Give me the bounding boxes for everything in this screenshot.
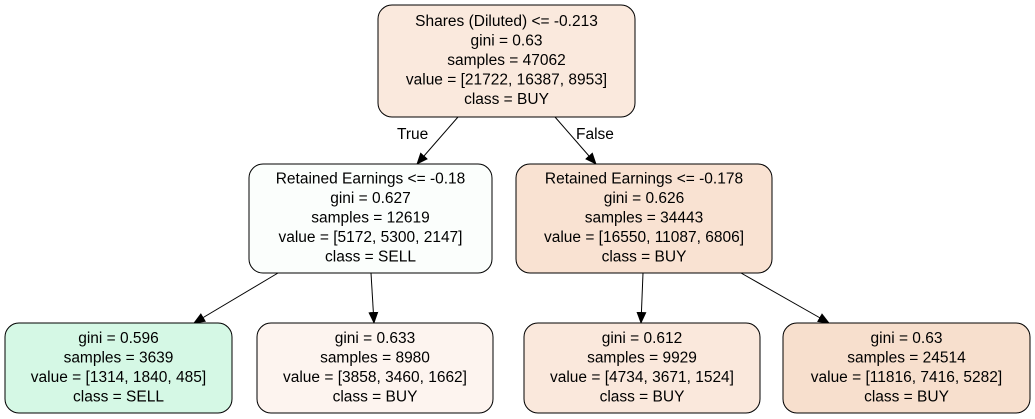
node-line: samples = 3639 xyxy=(64,349,174,366)
tree-node-root: Shares (Diluted) <= -0.213 gini = 0.63 sam… xyxy=(377,4,636,118)
edge-label-false: False xyxy=(576,126,614,143)
node-line: Retained Earnings <= -0.178 xyxy=(545,171,743,188)
node-box xyxy=(4,322,233,414)
node-box xyxy=(377,4,636,118)
node-line: class = BUY xyxy=(602,249,687,266)
tree-node-rr: gini = 0.63 samples = 24514 value = [11816… xyxy=(782,322,1031,414)
node-line: value = [4734, 3671, 1524] xyxy=(550,369,734,386)
node-line: value = [11816, 7416, 5282] xyxy=(811,369,1002,386)
node-line: samples = 34443 xyxy=(585,210,703,227)
node-line: value = [1314, 1840, 485] xyxy=(31,369,206,386)
tree-node-ll: gini = 0.596 samples = 3639 value = [1314,… xyxy=(4,322,233,414)
node-box xyxy=(782,322,1031,414)
node-box xyxy=(523,322,761,414)
node-line: gini = 0.63 xyxy=(471,33,543,50)
node-line: samples = 47062 xyxy=(447,52,565,69)
node-box xyxy=(248,163,493,274)
node-line: gini = 0.626 xyxy=(604,190,685,207)
node-line: gini = 0.627 xyxy=(330,190,411,207)
node-line: Retained Earnings <= -0.18 xyxy=(276,171,466,188)
node-line: class = BUY xyxy=(464,91,549,108)
edge-root-to-right xyxy=(554,116,597,165)
node-line: samples = 24514 xyxy=(847,349,966,366)
edge-right-to-rl xyxy=(636,272,647,324)
node-line: samples = 12619 xyxy=(311,210,429,227)
node-line: class = BUY xyxy=(333,388,418,405)
edge-root-to-left xyxy=(416,116,459,165)
node-line: samples = 8980 xyxy=(320,349,430,366)
node-box xyxy=(515,163,773,274)
edge-left-to-lr xyxy=(368,272,379,324)
node-line: gini = 0.612 xyxy=(602,330,683,347)
edge-right-to-rr xyxy=(740,272,830,324)
tree-node-rl: gini = 0.612 samples = 9929 value = [4734,… xyxy=(523,322,761,414)
node-line: class = BUY xyxy=(864,388,949,405)
node-line: gini = 0.633 xyxy=(335,330,416,347)
edges-layer: True False xyxy=(193,116,830,324)
node-line: Shares (Diluted) <= -0.213 xyxy=(415,13,598,30)
edge-label-true: True xyxy=(397,126,428,143)
tree-node-lr: gini = 0.633 samples = 8980 value = [3858,… xyxy=(256,322,494,414)
node-line: value = [5172, 5300, 2147] xyxy=(278,229,462,246)
tree-node-left: Retained Earnings <= -0.18 gini = 0.627 sa… xyxy=(248,163,493,274)
edge-left-to-ll xyxy=(193,272,279,324)
node-line: value = [16550, 11087, 6806] xyxy=(544,229,744,246)
node-line: class = BUY xyxy=(600,388,685,405)
node-line: class = SELL xyxy=(73,388,164,405)
node-line: class = SELL xyxy=(325,249,416,266)
node-line: gini = 0.596 xyxy=(78,330,159,347)
tree-node-right: Retained Earnings <= -0.178 gini = 0.626 s… xyxy=(515,163,773,274)
node-line: samples = 9929 xyxy=(587,349,697,366)
node-box xyxy=(256,322,494,414)
nodes-layer: Shares (Diluted) <= -0.213 gini = 0.63 sam… xyxy=(4,4,1031,414)
node-line: gini = 0.63 xyxy=(871,330,943,347)
node-line: value = [3858, 3460, 1662] xyxy=(283,369,467,386)
node-line: value = [21722, 16387, 8953] xyxy=(406,72,607,89)
